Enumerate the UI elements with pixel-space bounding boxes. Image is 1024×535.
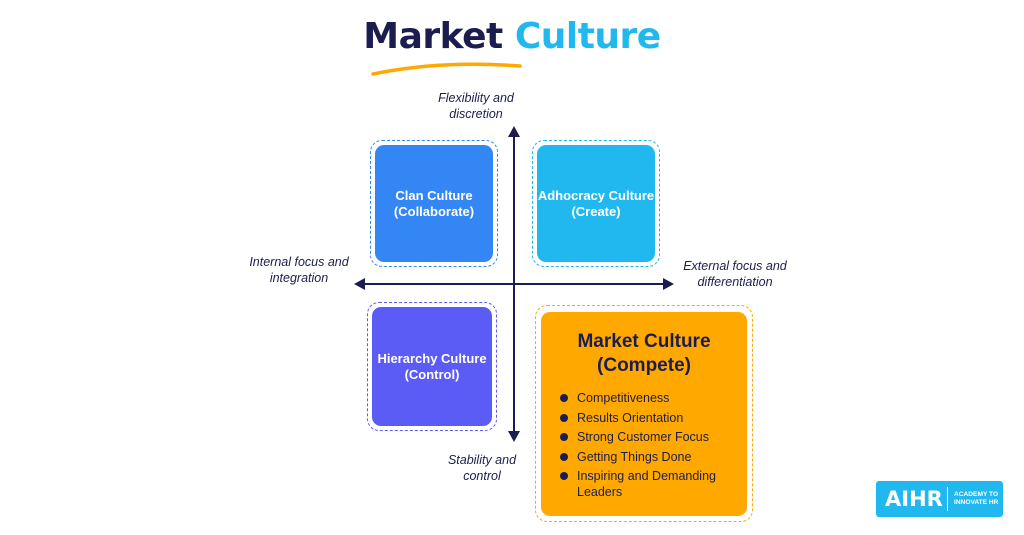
hierarchy-culture-label: Hierarchy Culture <box>377 350 487 366</box>
adhocracy-culture-sub: (Create) <box>571 203 621 219</box>
clan-culture-label: Clan Culture <box>395 187 473 203</box>
adhocracy-culture-box: Adhocracy Culture (Create) <box>537 145 655 262</box>
logo-subtitle: ACADEMY TO INNOVATE HR <box>954 491 998 507</box>
aihr-logo: AIHR ACADEMY TO INNOVATE HR <box>876 481 1003 517</box>
logo-divider <box>947 487 948 511</box>
horizontal-axis <box>354 278 674 290</box>
adhocracy-frame <box>532 140 660 267</box>
axis-label-top: Flexibility and discretion <box>438 91 514 121</box>
hierarchy-frame <box>367 302 497 431</box>
market-culture-sub: (Compete) <box>597 355 691 376</box>
axis-label-bottom: Stability and control <box>447 453 517 483</box>
list-item: Strong Customer Focus <box>560 429 739 445</box>
page-title: Market Culture <box>0 16 1024 57</box>
clan-culture-sub: (Collaborate) <box>393 203 475 219</box>
logo-subtitle-line1: ACADEMY TO <box>954 491 999 498</box>
logo-subtitle-line2: INNOVATE HR <box>954 499 999 506</box>
title-word-culture: Culture <box>514 16 661 57</box>
clan-culture-box: Clan Culture (Collaborate) <box>375 145 493 262</box>
logo-main-text: AIHR <box>885 487 943 511</box>
list-item: Getting Things Done <box>560 449 739 465</box>
clan-frame <box>370 140 498 267</box>
list-item: Inspiring and Demanding Leaders <box>560 468 739 500</box>
market-culture-label: Market Culture <box>577 331 711 352</box>
hierarchy-culture-sub: (Control) <box>404 366 460 382</box>
hierarchy-culture-box: Hierarchy Culture (Control) <box>372 307 492 426</box>
axis-label-right: External focus and differentiation <box>683 259 787 289</box>
title-underline <box>371 62 522 76</box>
axis-label-left: Internal focus and integration <box>249 255 349 285</box>
market-culture-list: Competitiveness Results Orientation Stro… <box>541 390 747 500</box>
adhocracy-culture-label: Adhocracy Culture <box>537 187 655 203</box>
market-culture-title: Market Culture (Compete) <box>541 330 747 378</box>
market-frame <box>535 305 753 522</box>
market-culture-box: Market Culture (Compete) Competitiveness… <box>541 312 747 516</box>
list-item: Competitiveness <box>560 390 739 406</box>
list-item: Results Orientation <box>560 410 739 426</box>
title-word-market: Market <box>363 16 503 57</box>
